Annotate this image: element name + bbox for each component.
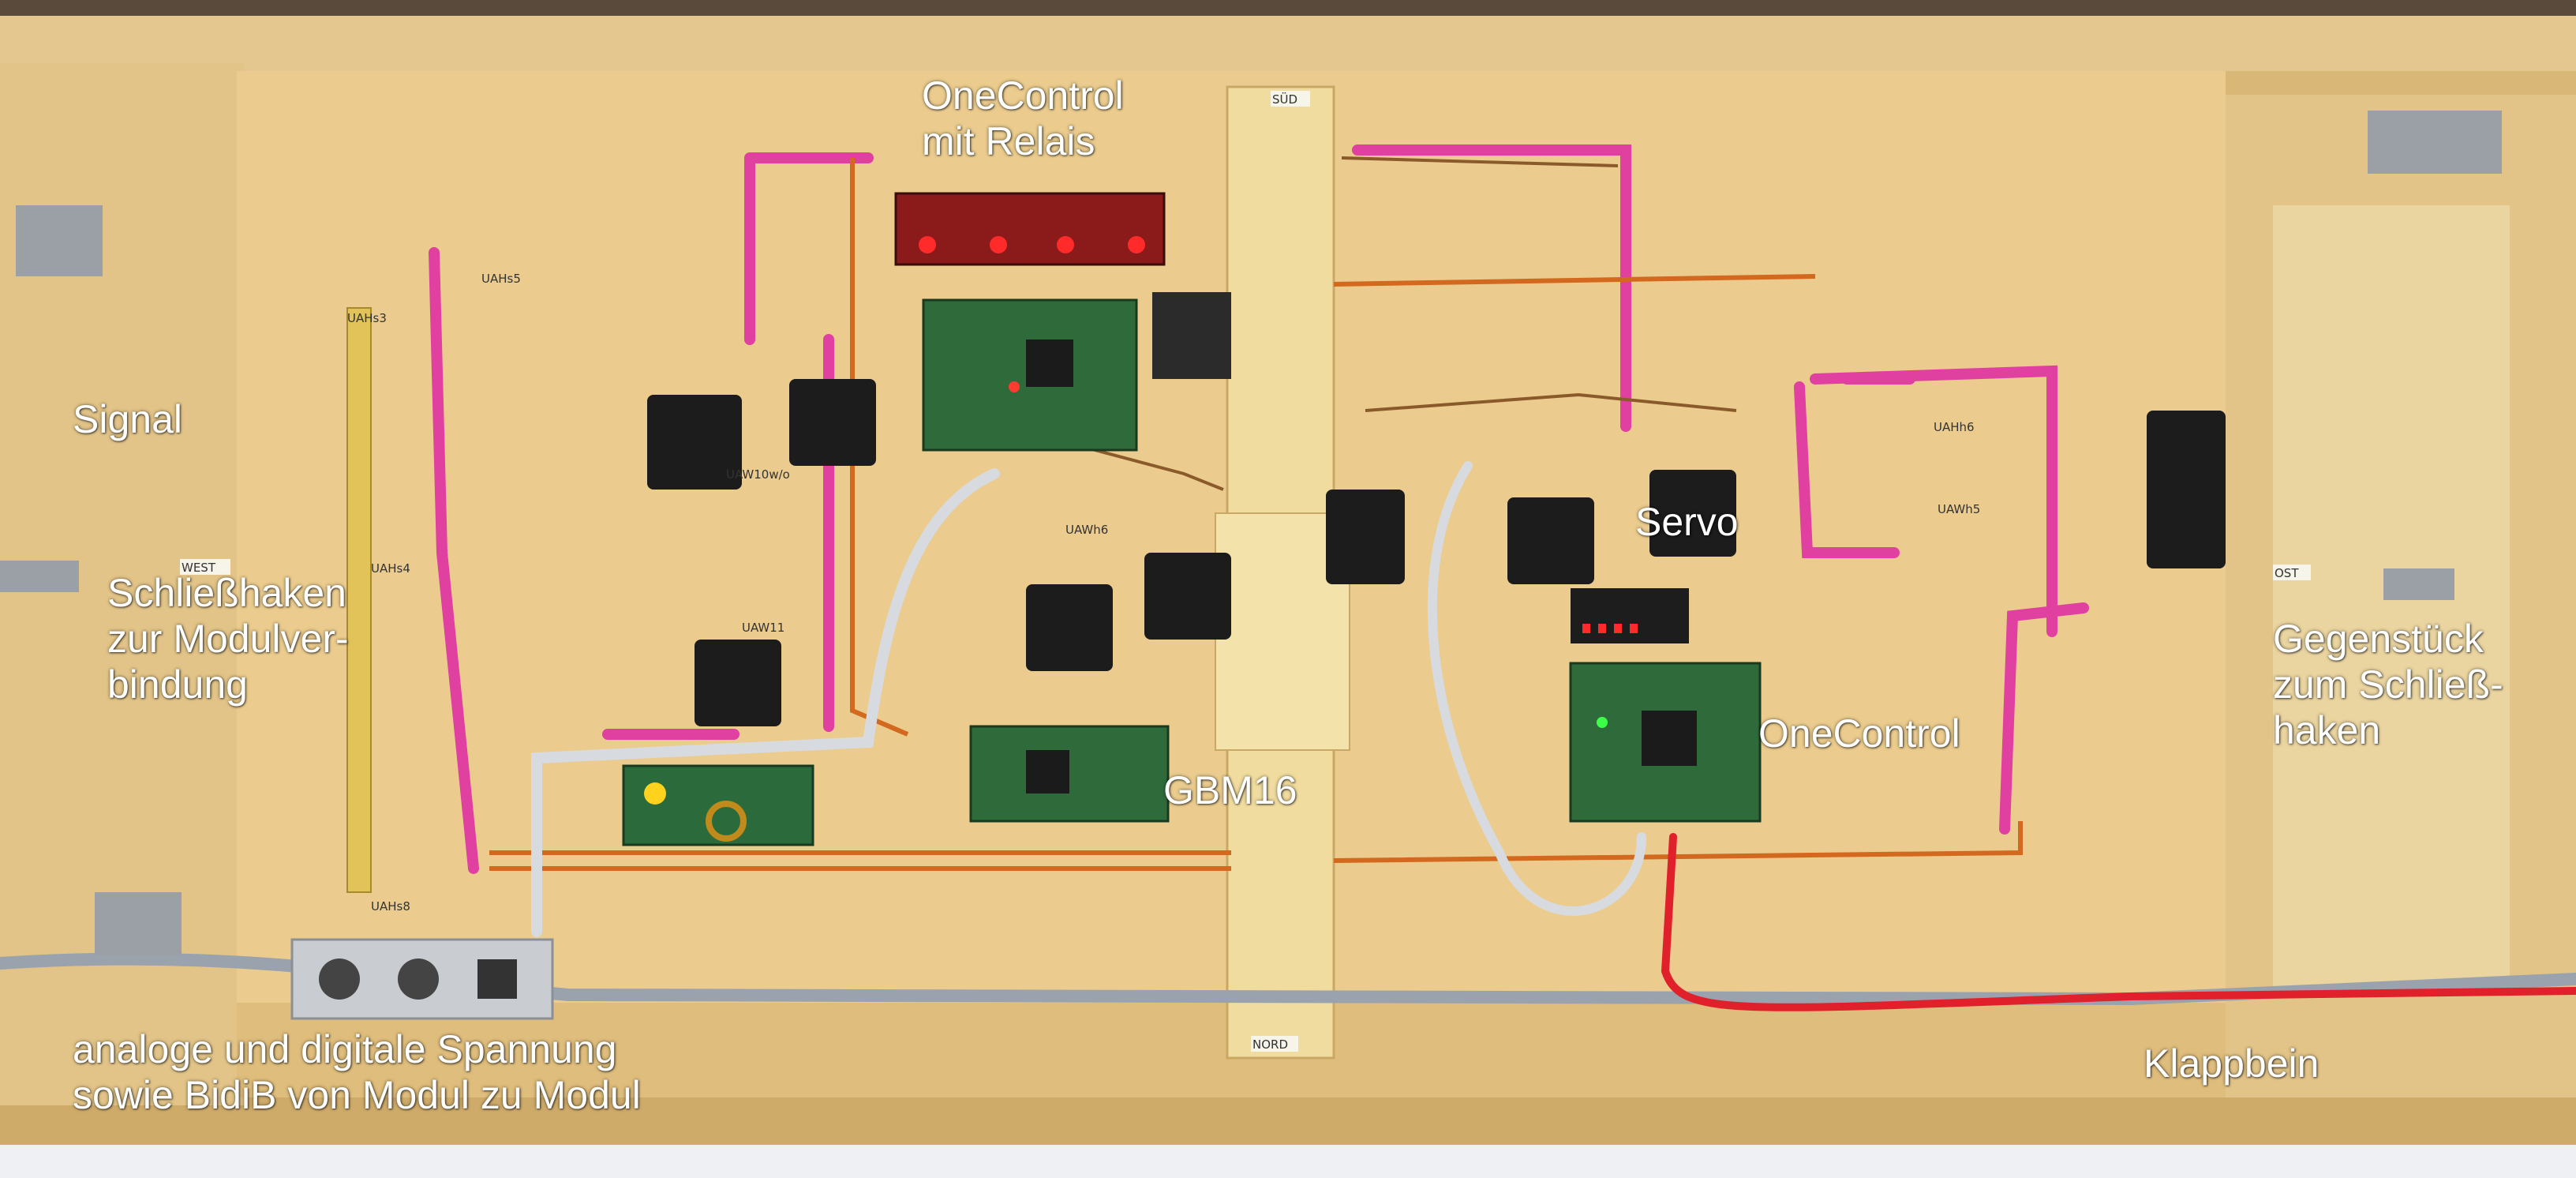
gbm16-chip <box>1026 750 1069 793</box>
orange-wire-bundles <box>489 158 2023 871</box>
annotation-onecontrol-relais: OneControl mit Relais <box>922 73 1124 164</box>
toroid-coil <box>706 801 747 842</box>
label-nord: NORD <box>1252 1037 1288 1052</box>
label-uaw11: UAW11 <box>742 621 784 635</box>
annotation-klappbein: Klappbein <box>2144 1041 2320 1086</box>
annotation-signal: Signal <box>73 397 182 441</box>
gegenstueck-bracket <box>2383 568 2454 600</box>
label-uah3: UAHs3 <box>347 311 387 325</box>
onecontrol-right-led <box>1597 717 1608 728</box>
pink-cable-right <box>1810 365 2089 835</box>
brown-wire-top <box>1341 156 1619 167</box>
pink-cable-left <box>429 247 479 874</box>
label-sued: SÜD <box>1272 92 1297 107</box>
annotation-schliesshaken: Schließhaken zur Modulver- bindung <box>107 570 349 707</box>
servo-8 <box>1649 470 1736 557</box>
annotation-spannung-line1: analoge und digitale Spannung <box>73 1027 617 1071</box>
red-cable <box>1661 833 2576 1011</box>
onecontrol-left-led <box>1009 381 1020 392</box>
power-led <box>644 782 666 805</box>
decoder-led-3 <box>1614 624 1622 633</box>
annotation-spannung: analoge und digitale Spannung sowie Bidi… <box>73 1026 641 1118</box>
relay-leds <box>919 236 1145 253</box>
hinge-top-right <box>2368 111 2502 174</box>
label-ost: OST <box>2275 566 2299 580</box>
onecontrol-left-chip <box>1026 340 1073 387</box>
label-uaw10: UAW10w/o <box>726 467 790 482</box>
decoder-leds <box>1582 624 1638 633</box>
relay-board <box>894 192 1166 266</box>
annotation-onecontrol-relais-line2: mit Relais <box>922 119 1095 163</box>
relay-led-2 <box>990 236 1007 253</box>
schliesshaken-bracket <box>0 561 79 592</box>
frame-bottom-edge <box>0 1097 2576 1145</box>
relay-led-1 <box>919 236 936 253</box>
servo-4 <box>1026 584 1113 671</box>
din-socket-1 <box>319 959 360 1000</box>
relay-led-3 <box>1057 236 1074 253</box>
label-sued-bg <box>1271 91 1310 107</box>
label-uah4: UAHs4 <box>371 561 410 576</box>
frame-top-edge <box>0 16 2576 71</box>
servo-2 <box>789 379 876 466</box>
label-uah6: UAHh6 <box>1934 420 1975 434</box>
annotation-schliesshaken-line3: bindung <box>107 662 248 707</box>
connector-block <box>1152 292 1231 379</box>
hinge-bottom-left <box>95 892 182 955</box>
annotation-gbm16: GBM16 <box>1163 768 1297 812</box>
label-uawh6: UAWh6 <box>1065 523 1108 537</box>
servo-6 <box>1326 490 1405 584</box>
pink-cable-top <box>1352 144 1631 432</box>
label-uah5: UAHs5 <box>481 272 521 286</box>
servo-9 <box>2147 411 2226 568</box>
decoder-led-2 <box>1598 624 1606 633</box>
brown-wire-mid <box>1365 392 1737 412</box>
wire-bundle-lower-right <box>1333 821 2023 863</box>
decoder-led-4 <box>1630 624 1638 633</box>
annotation-gegenstueck: Gegenstück zum Schließ- haken <box>2273 616 2503 753</box>
hinge-top-left <box>16 205 103 276</box>
onecontrol-right-chip <box>1642 711 1697 766</box>
annotation-gegenstueck-line1: Gegenstück <box>2273 617 2484 661</box>
wire-bundle-vertical <box>850 158 909 737</box>
servo-5 <box>1144 553 1231 640</box>
annotation-onecontrol-relais-line1: OneControl <box>922 73 1124 118</box>
din-socket-2 <box>398 959 439 1000</box>
board-labels: SÜD NORD WEST OST UAHs3 UAHs5 UAHs4 UAHs… <box>180 91 2311 1052</box>
annotation-onecontrol: OneControl <box>1758 711 1960 756</box>
label-uawh5: UAWh5 <box>1938 502 1980 516</box>
servos <box>647 379 2226 726</box>
annotation-servo: Servo <box>1635 500 1739 544</box>
annotation-schliesshaken-line2: zur Modulver- <box>107 617 349 661</box>
servo-7 <box>1507 497 1594 584</box>
servo-decoder <box>1571 588 1689 643</box>
servo-1 <box>647 395 742 490</box>
label-nord-bg <box>1251 1036 1298 1052</box>
wire-bundle-upper-right <box>1333 274 1816 287</box>
annotation-spannung-line2: sowie BidiB von Modul zu Modul <box>73 1073 641 1117</box>
rj45-socket <box>477 959 517 999</box>
terminal-strip-left <box>346 307 372 893</box>
label-uah8: UAHs8 <box>371 899 410 914</box>
label-ost-bg <box>2273 565 2311 580</box>
annotation-schliesshaken-line1: Schließhaken <box>107 571 346 615</box>
relay-led-4 <box>1128 236 1145 253</box>
label-west: WEST <box>182 561 216 575</box>
annotation-gegenstueck-line2: zum Schließ- <box>2273 662 2503 707</box>
servo-3 <box>695 640 781 726</box>
annotation-gegenstueck-line3: haken <box>2273 708 2381 752</box>
white-cable-right <box>1427 461 1646 916</box>
white-cable-left <box>531 468 1000 937</box>
label-west-bg <box>180 559 230 575</box>
decoder-led-1 <box>1582 624 1590 633</box>
